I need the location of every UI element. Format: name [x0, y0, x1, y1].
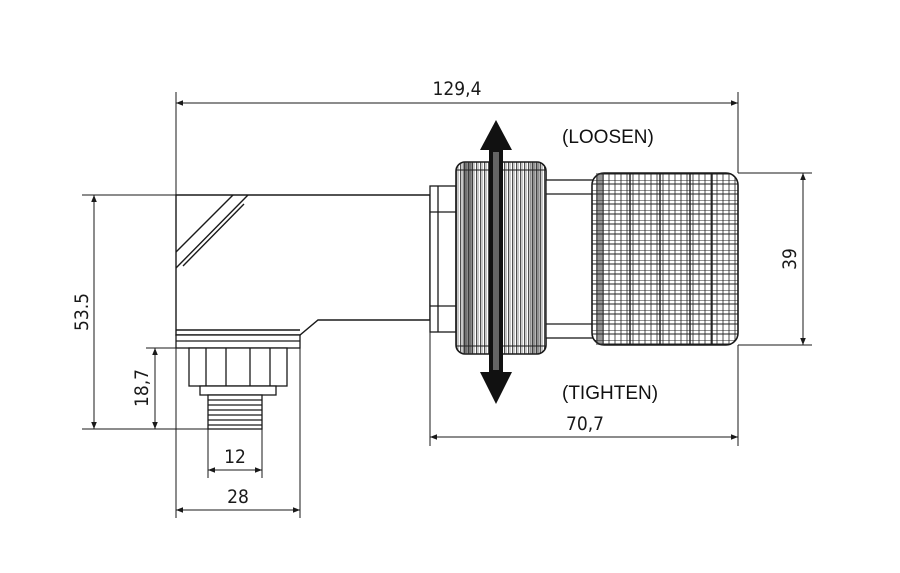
sleeve: [545, 179, 595, 339]
bottom-connector: [175, 334, 301, 430]
tighten-label: (TIGHTEN): [562, 383, 658, 404]
housing: [175, 194, 431, 336]
dim-knob-diameter: 39: [779, 248, 801, 270]
dim-overall-length: 129,4: [433, 78, 482, 100]
dim-body-width: 28: [227, 486, 249, 508]
dim-connector-height: 18,7: [131, 369, 153, 407]
loosen-label: (LOOSEN): [562, 127, 654, 148]
adjustment-knob: [591, 172, 739, 346]
dim-knob-length: 70,7: [566, 413, 604, 435]
collar: [429, 185, 457, 333]
dimension-lines: [82, 92, 812, 518]
dim-thread-width: 12: [224, 446, 246, 468]
rotation-arrow-icon: [480, 120, 512, 404]
dim-body-height: 53.5: [71, 293, 93, 331]
